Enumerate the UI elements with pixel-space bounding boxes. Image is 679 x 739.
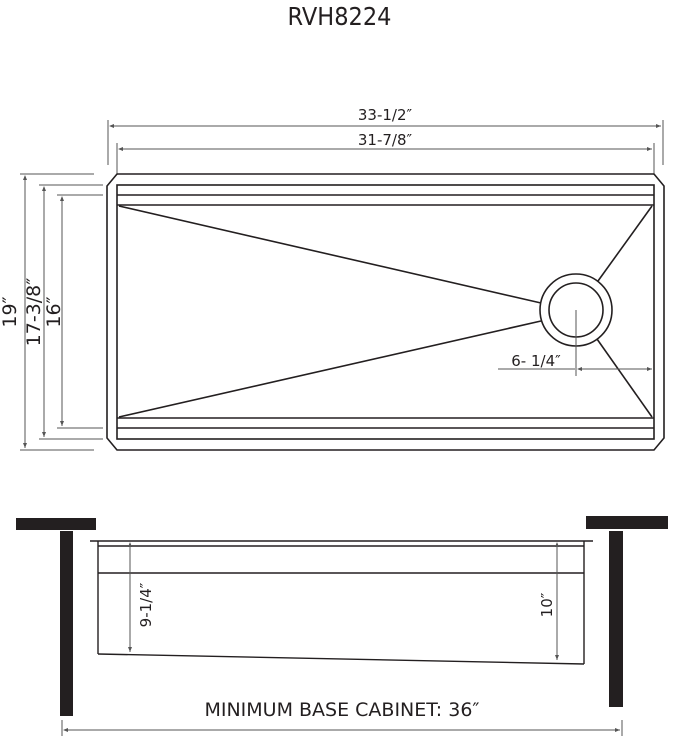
right-cabinet-wall bbox=[586, 516, 668, 707]
cabinet-width-dimension bbox=[61, 720, 623, 736]
side-view: 9-1/4″ 10″ MINIMUM BASE CABINET: 36″ bbox=[16, 516, 668, 736]
overall-depth-dimension bbox=[20, 173, 94, 451]
rear-depth-label: 10″ bbox=[538, 592, 556, 617]
sink-profile bbox=[90, 540, 593, 665]
minimum-cabinet-label: MINIMUM BASE CABINET: 36″ bbox=[204, 699, 479, 721]
plan-view: 33-1/2″ 31-7/8″ 19″ 17-3/8″ 16″ bbox=[0, 106, 665, 451]
sink-outline bbox=[106, 173, 665, 451]
inner-width-dimension bbox=[116, 143, 655, 175]
overall-width-dimension bbox=[107, 120, 664, 165]
inner-depth-dimension bbox=[39, 184, 103, 440]
model-title: RVH8224 bbox=[287, 2, 392, 31]
inner-depth-label: 17-3/8″ bbox=[23, 278, 45, 347]
bowl-depth-label: 16″ bbox=[43, 296, 65, 327]
overall-depth-label: 19″ bbox=[0, 296, 21, 327]
overall-width-label: 33-1/2″ bbox=[358, 106, 413, 124]
inner-width-label: 31-7/8″ bbox=[358, 131, 413, 149]
front-depth-label: 9-1/4″ bbox=[137, 582, 155, 627]
drain-offset-dimension bbox=[498, 310, 652, 376]
drain-offset-label: 6- 1/4″ bbox=[511, 352, 561, 370]
bowl-depth-dimension bbox=[57, 194, 103, 429]
left-cabinet-wall bbox=[16, 518, 96, 716]
